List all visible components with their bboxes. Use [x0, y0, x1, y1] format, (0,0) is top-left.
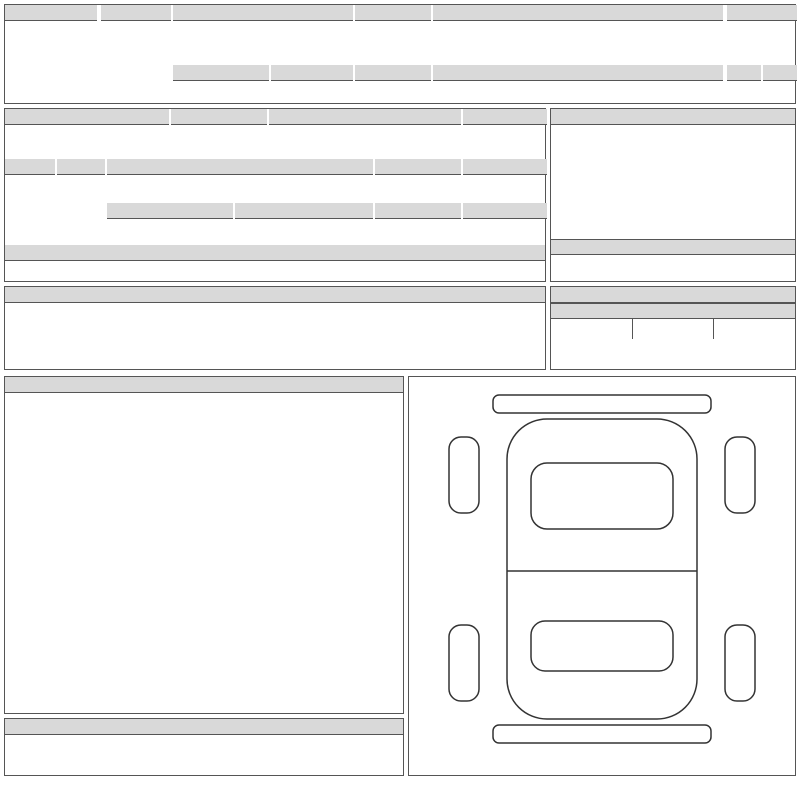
front-right-wheel-outline	[724, 436, 756, 514]
condition-diagram-block	[408, 376, 796, 776]
exterior-color-label	[107, 159, 373, 175]
office-notice-label	[5, 719, 403, 735]
lot-number-label	[5, 5, 97, 21]
registration-no-label	[269, 109, 461, 125]
later-parts-label	[5, 245, 545, 261]
exterior-grade-label	[727, 65, 761, 81]
color-no-label	[107, 203, 233, 219]
interior-color-label	[235, 203, 373, 219]
interior-grade-label	[763, 65, 797, 81]
vehicle-details-block	[4, 108, 547, 282]
dimensions-row	[551, 319, 795, 339]
remarks-block	[4, 286, 546, 370]
front-bumper-outline	[492, 394, 712, 414]
sales-points-label	[551, 109, 795, 125]
sales-points-block	[550, 108, 796, 282]
windshield-outline	[530, 462, 674, 530]
recycle-label	[463, 203, 547, 219]
vehicle-condition-diagram	[448, 394, 756, 744]
height-label	[714, 319, 795, 339]
score-label	[727, 5, 797, 21]
rear-left-wheel-outline	[448, 624, 480, 702]
rear-bumper-outline	[492, 724, 712, 744]
shift-label	[5, 159, 55, 175]
model-code-label	[433, 65, 723, 81]
history-label	[173, 65, 269, 81]
doors-label	[355, 5, 431, 21]
remarks-list	[5, 303, 545, 307]
model-name-label	[173, 5, 353, 21]
rear-right-wheel-outline	[724, 624, 756, 702]
office-notice-block	[4, 718, 404, 776]
fuel-label	[355, 65, 431, 81]
inspector-notes-block	[4, 376, 404, 714]
import-label	[375, 203, 461, 219]
aircon-label	[57, 159, 105, 175]
remarks-label	[5, 287, 545, 303]
equipment-label	[551, 239, 795, 255]
front-left-wheel-outline	[448, 436, 480, 514]
specs-label	[551, 303, 795, 319]
car-body-outline	[506, 418, 698, 720]
length-label	[551, 319, 633, 339]
max-load-label	[463, 159, 547, 175]
car-outline	[448, 394, 756, 744]
capacity-label	[375, 159, 461, 175]
first-registration-label	[101, 5, 171, 21]
transfer-deadline-label	[463, 109, 547, 125]
grade-label	[433, 5, 723, 21]
displacement-label	[271, 65, 353, 81]
width-label	[633, 319, 715, 339]
inspector-notes-label	[5, 377, 403, 393]
chassis-label	[551, 287, 795, 303]
inspection-label	[171, 109, 267, 125]
sales-points-list	[551, 125, 795, 239]
rear-window-outline	[530, 620, 674, 672]
inspector-notes-list	[5, 393, 403, 397]
header-block	[4, 4, 797, 104]
mileage-label	[5, 109, 169, 125]
chassis-block	[550, 286, 796, 370]
